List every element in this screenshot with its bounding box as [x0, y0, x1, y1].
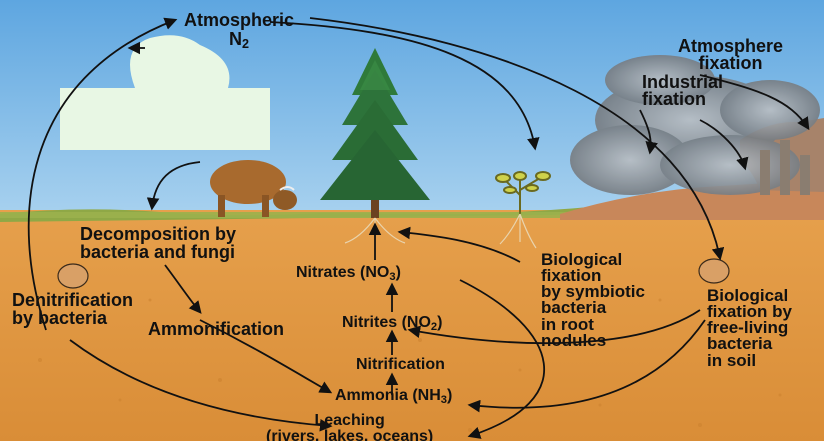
industrial-fixation-label: Industrial fixation [642, 74, 723, 108]
free-living-bacteria-blob [699, 259, 729, 283]
decomposition-line2: bacteria and fungi [80, 243, 236, 261]
nitrates-end: ) [396, 264, 401, 281]
leaching-line1: Leaching [266, 413, 433, 429]
n2-sub: 2 [242, 37, 249, 51]
denitrification-bacteria-blob [58, 264, 88, 288]
biological-free-living-label: Biological fixation by free-living bacte… [707, 288, 792, 369]
ammonia-label: Ammonia (NH3) [335, 388, 452, 406]
nitrites-end: ) [437, 314, 442, 331]
nitrites-label: Nitrites (NO2) [342, 315, 442, 333]
industrial-fixation-line2: fixation [642, 91, 723, 108]
atmospheric-text: Atmospheric [184, 11, 294, 30]
ammonia-end: ) [447, 387, 452, 404]
leaching-label: Leaching (rivers, lakes, oceans) [266, 413, 433, 441]
denitrification-label: Denitrification by bacteria [12, 291, 133, 327]
denitrification-line1: Denitrification [12, 291, 133, 309]
leaching-line2: (rivers, lakes, oceans) [266, 429, 433, 441]
atmospheric-n2-label: Atmospheric N2 [184, 11, 294, 51]
n2-base: N [229, 29, 242, 49]
nitrites-base: Nitrites (NO [342, 314, 431, 331]
atmosphere-fixation-line2: fixation [678, 55, 783, 72]
ammonia-base: Ammonia (NH [335, 387, 441, 404]
nitrates-base: Nitrates (NO [296, 264, 389, 281]
nitrates-label: Nitrates (NO3) [296, 265, 401, 283]
nitrification-label: Nitrification [356, 357, 445, 373]
free-living-line5: in soil [707, 353, 792, 369]
n2-formula: N2 [184, 30, 294, 51]
decomposition-label: Decomposition by bacteria and fungi [80, 225, 236, 261]
ammonification-label: Ammonification [148, 320, 284, 338]
decomposition-line1: Decomposition by [80, 225, 236, 243]
biological-symbiotic-label: Biological fixation by symbiotic bacteri… [541, 252, 645, 349]
symbiotic-line6: nodules [541, 333, 645, 349]
atmosphere-fixation-label: Atmosphere fixation [678, 38, 783, 72]
denitrification-line2: by bacteria [12, 309, 133, 327]
